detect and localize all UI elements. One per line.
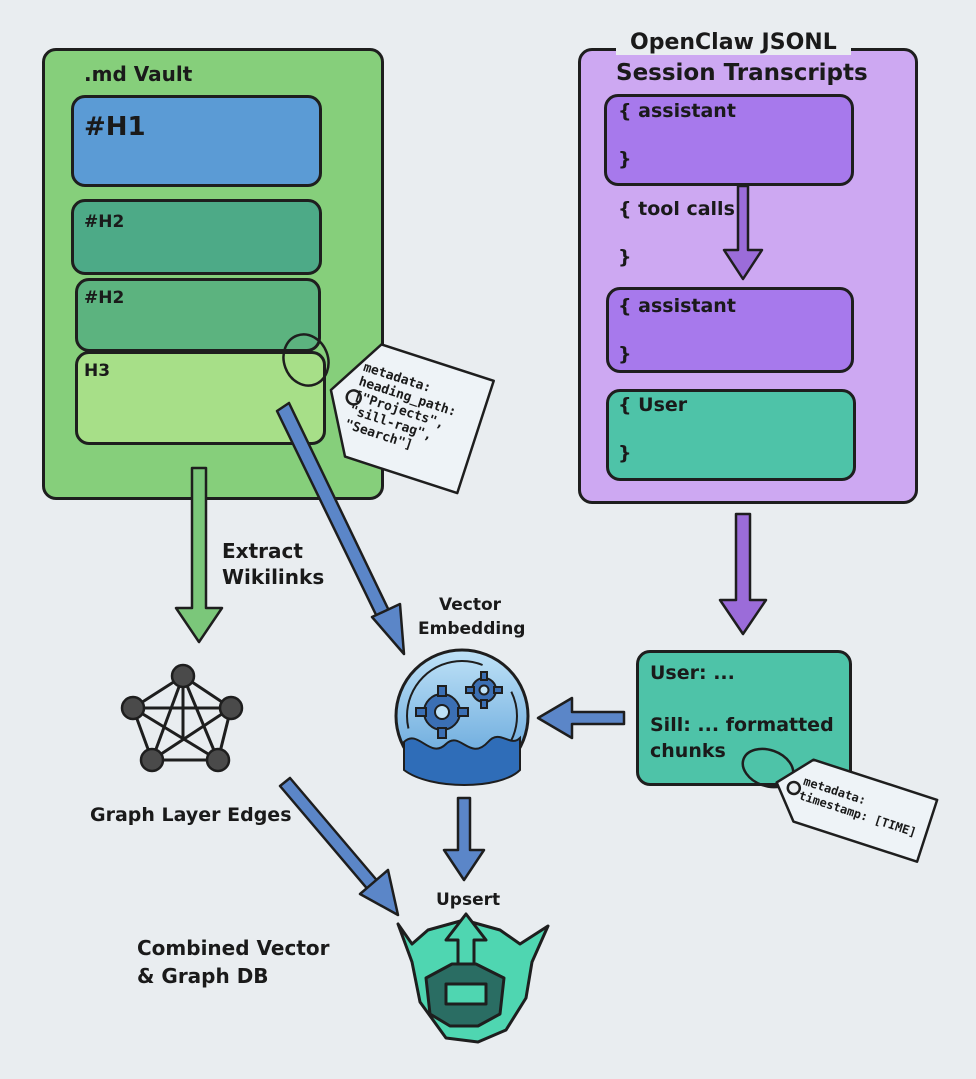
assistant-1-open: { assistant: [618, 100, 736, 122]
h1-block: [71, 95, 322, 187]
chunks-line-3: chunks: [650, 740, 726, 762]
combined-db-label: Combined Vector & Graph DB: [137, 934, 329, 990]
arrow-chunks-to-embedding: [536, 696, 626, 740]
h3-label: H3: [84, 361, 111, 381]
h2-label-1: #H2: [84, 212, 125, 232]
vault-tag-string: [282, 333, 330, 387]
graph-nodes: [120, 663, 244, 773]
assistant-2-open: { assistant: [618, 295, 736, 317]
md-vault-title: .md Vault: [84, 62, 193, 86]
arrow-session-internal: [722, 184, 764, 281]
vector-label-line-2: Embedding: [418, 619, 526, 639]
chunk-metadata-tag: [775, 758, 939, 863]
chunks-line-2: Sill: ... formatted: [650, 714, 834, 736]
graph-layer-edges-label: Graph Layer Edges: [90, 804, 292, 826]
arrow-session-to-chunks: [718, 512, 768, 636]
tool-calls-open: { tool calls: [618, 198, 735, 220]
extract-wikilinks-label: Extract Wikilinks: [222, 538, 324, 590]
vector-label-line-1: Vector: [438, 595, 502, 615]
combined-db-icon: [396, 912, 550, 1044]
vector-embedding-label: Vector Embedding: [418, 593, 526, 641]
extract-label-line-2: Wikilinks: [222, 565, 325, 589]
h2-block-2: [75, 278, 321, 352]
user-close: }: [618, 442, 632, 464]
vector-embedding-gear-icon: [394, 648, 530, 786]
upsert-label: Upsert: [436, 890, 501, 910]
assistant-1-close: }: [618, 148, 632, 170]
assistant-block-1: [604, 94, 854, 186]
user-open: { User: [618, 394, 688, 416]
graph-network-icon: [131, 674, 233, 762]
assistant-block-2: [606, 287, 854, 373]
session-title-line2: Session Transcripts: [616, 60, 868, 86]
chunks-line-1: User: ...: [650, 662, 735, 684]
extract-label-line-1: Extract: [222, 539, 303, 563]
arrow-graph-to-db: [278, 776, 400, 917]
db-label-line-1: Combined Vector: [137, 936, 330, 960]
session-title-line1: OpenClaw JSONL: [616, 30, 851, 55]
assistant-2-close: }: [618, 343, 632, 365]
arrow-embedding-to-upsert: [442, 796, 486, 882]
arrow-h3-to-embedding: [275, 401, 406, 656]
db-label-line-2: & Graph DB: [137, 964, 269, 988]
user-block: [606, 389, 856, 481]
tool-calls-close: }: [618, 246, 632, 268]
vault-metadata-tag: [329, 343, 495, 495]
h1-label: #H1: [84, 112, 146, 142]
h2-label-2: #H2: [84, 288, 125, 308]
h2-block-1: [71, 199, 322, 275]
arrow-extract-wikilinks: [174, 466, 224, 644]
